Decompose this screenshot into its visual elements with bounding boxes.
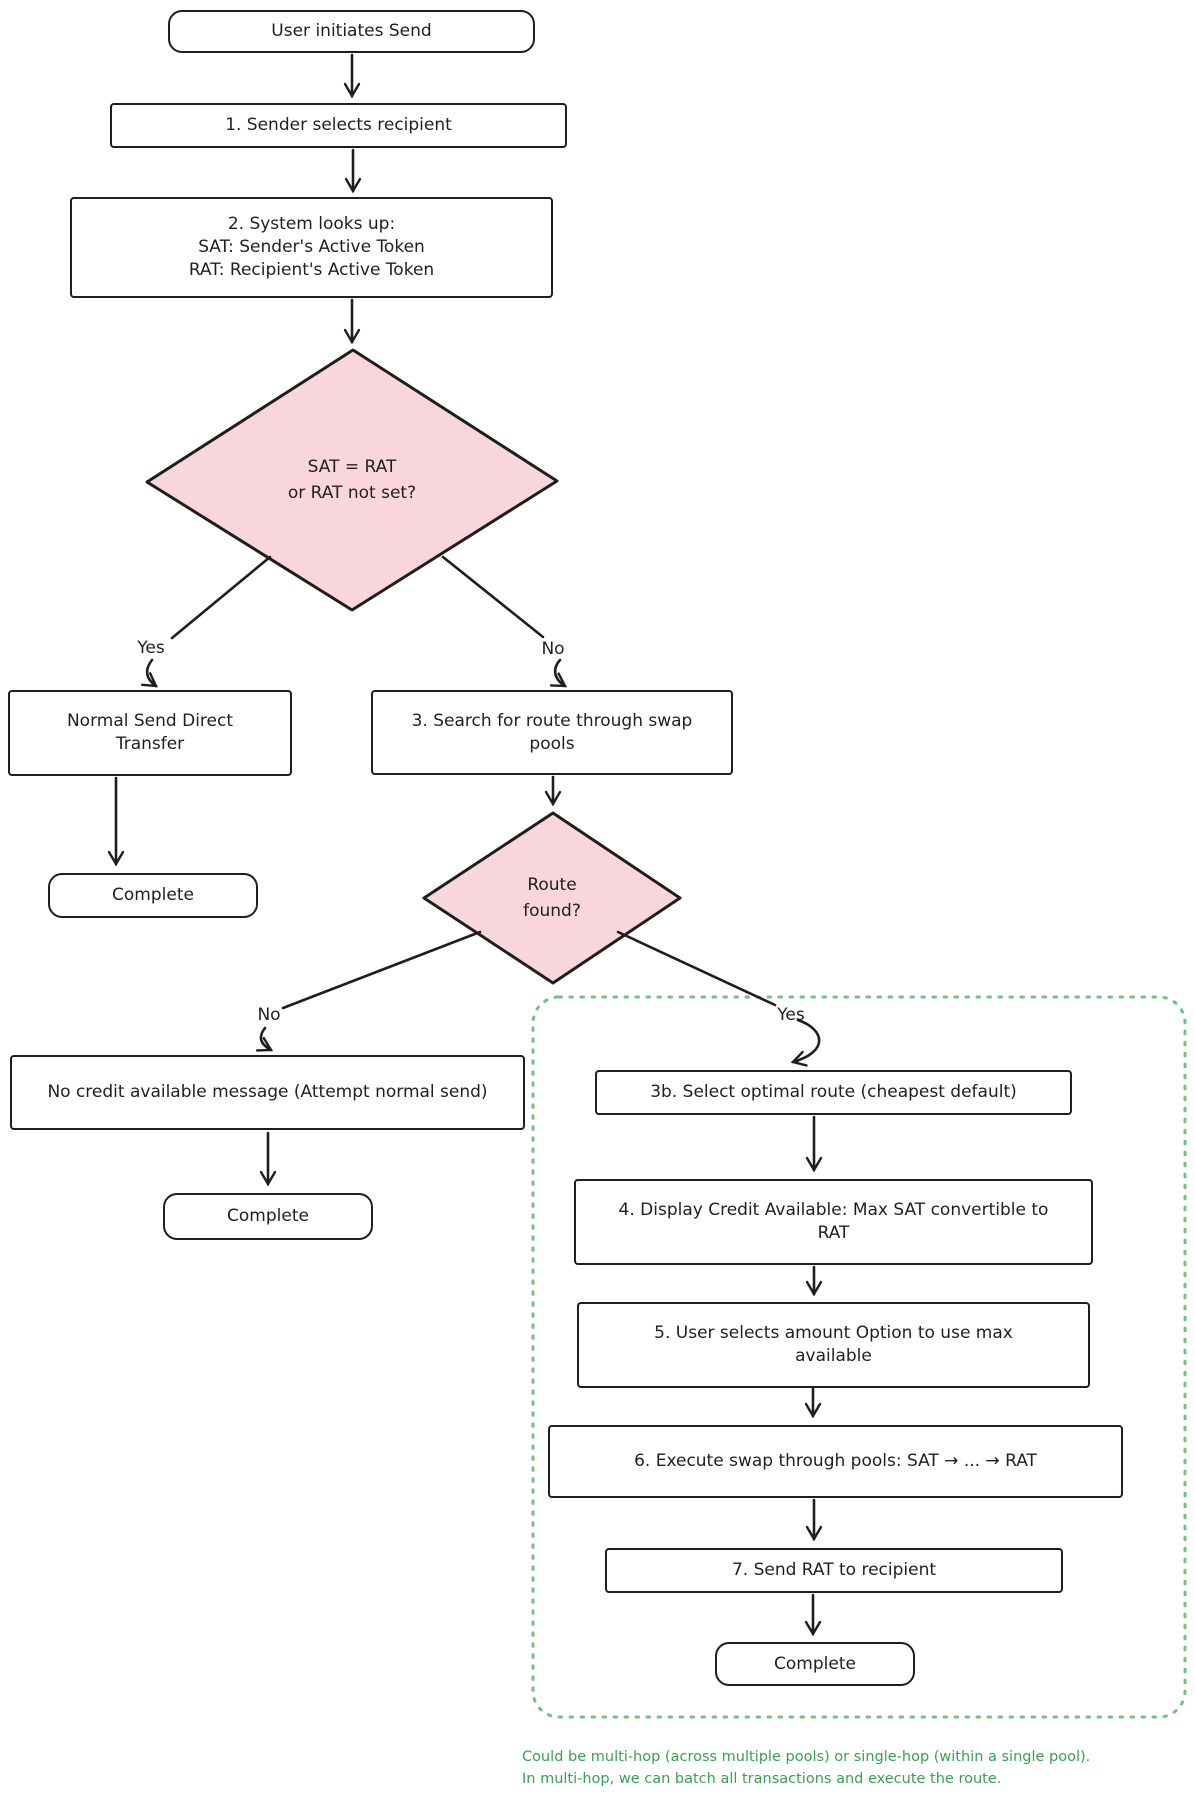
edge-label-yes-1: Yes — [137, 638, 165, 658]
edge-decision2-yes-head — [790, 1018, 821, 1067]
node-decision1-label: SAT = RAT or RAT not set? — [147, 350, 557, 610]
node-step3b-label: 3b. Select optimal route (cheapest defau… — [650, 1082, 1017, 1102]
footnote-line2: In multi-hop, we can batch all transacti… — [522, 1771, 1002, 1787]
node-step3-line1: 3. Search for route through swap — [411, 710, 693, 731]
edge-decision2-no-line — [281, 930, 482, 1010]
node-complete-mid: Complete — [163, 1193, 373, 1240]
edge-decision1-yes-head — [140, 658, 158, 688]
normal-send-line2: Transfer — [115, 734, 185, 754]
complete-right-label: Complete — [774, 1653, 856, 1674]
node-step6: 6. Execute swap through pools: SAT → ...… — [548, 1425, 1123, 1498]
edge-decision1-yes-line — [170, 555, 272, 640]
node-step4-line1: 4. Display Credit Available: Max SAT con… — [618, 1200, 1049, 1220]
node-step2-line2: SAT: Sender's Active Token — [198, 237, 425, 257]
edge-label-yes-2: Yes — [777, 1005, 805, 1025]
node-step7-label: 7. Send RAT to recipient — [731, 1560, 937, 1580]
edge-label-no-2: No — [257, 1005, 281, 1025]
edge-label-no-1: No — [541, 639, 565, 659]
footnote: Could be multi-hop (across multiple pool… — [522, 1746, 1090, 1790]
decision2-line1: Route — [527, 875, 577, 895]
node-step7: 7. Send RAT to recipient — [605, 1548, 1063, 1593]
node-decision2-label: Route found? — [424, 813, 680, 983]
decision1-diamond — [145, 348, 559, 612]
edge-decision1-no-line — [441, 555, 545, 639]
complete-mid-label: Complete — [227, 1206, 309, 1226]
node-step5-line1: 5. User selects amount Option to use max — [654, 1323, 1013, 1343]
edge-decision2-yes-line — [616, 930, 777, 1007]
node-normal-send: Normal Send Direct Transfer — [8, 690, 292, 776]
decision1-line1: SAT = RAT — [307, 457, 397, 477]
decision1-line2: or RAT not set? — [287, 483, 417, 503]
node-step4: 4. Display Credit Available: Max SAT con… — [574, 1179, 1093, 1265]
node-no-credit: No credit available message (Attempt nor… — [10, 1055, 525, 1130]
node-complete-right: Complete — [715, 1642, 915, 1686]
node-step4-line2: RAT — [817, 1223, 850, 1243]
node-start: User initiates Send — [168, 10, 535, 53]
footnote-line1: Could be multi-hop (across multiple pool… — [522, 1749, 1091, 1765]
decision2-line2: found? — [523, 901, 581, 921]
node-step2-line3: RAT: Recipient's Active Token — [188, 260, 435, 280]
node-step5: 5. User selects amount Option to use max… — [577, 1302, 1090, 1388]
node-step6-label: 6. Execute swap through pools: SAT → ...… — [634, 1451, 1037, 1471]
complete-left-label: Complete — [112, 885, 194, 905]
edge-decision1-no-head — [549, 658, 568, 688]
no-credit-label: No credit available message (Attempt nor… — [47, 1082, 488, 1102]
route-found-group-border — [531, 995, 1187, 1719]
node-start-label: User initiates Send — [271, 21, 432, 41]
node-step5-line2: available — [795, 1346, 872, 1366]
node-step2-line1: 2. System looks up: — [227, 214, 396, 234]
edge-decision2-no-head — [255, 1026, 274, 1052]
decision2-diamond — [422, 811, 682, 985]
node-step3: 3. Search for route through swap pools — [371, 690, 733, 775]
node-step1: 1. Sender selects recipient — [110, 103, 567, 148]
node-step3b: 3b. Select optimal route (cheapest defau… — [595, 1070, 1072, 1115]
node-complete-left: Complete — [48, 873, 258, 918]
node-step1-label: 1. Sender selects recipient — [225, 115, 452, 135]
node-step3-line2: pools — [529, 733, 575, 754]
normal-send-line1: Normal Send Direct — [66, 711, 234, 731]
node-step2: 2. System looks up: SAT: Sender's Active… — [70, 197, 553, 298]
